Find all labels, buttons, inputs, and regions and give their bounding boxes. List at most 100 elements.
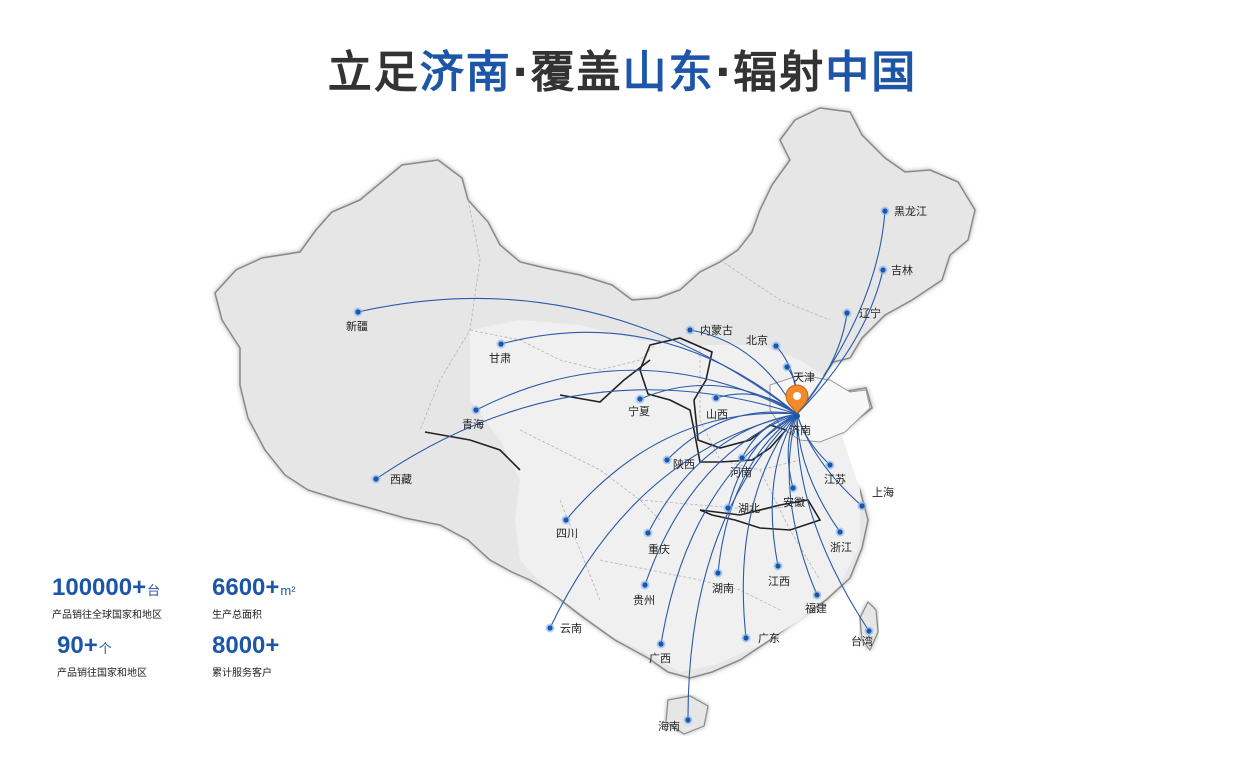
route-line-27 — [660, 413, 798, 645]
province-dot — [473, 407, 479, 413]
province-dots — [353, 206, 890, 725]
province-label: 重庆 — [648, 542, 670, 556]
stat-number: 100000+台 — [52, 575, 162, 604]
province-dot — [866, 628, 872, 634]
stat-number-value: 8000+ — [212, 632, 280, 659]
province-dot — [642, 582, 648, 588]
title-highlight-3: 中国 — [825, 47, 918, 98]
province-label: 上海 — [872, 485, 894, 499]
province-dot — [637, 396, 643, 402]
province-label: 西藏 — [390, 473, 412, 486]
province-dot — [790, 485, 796, 491]
title-plain-1: 立足 — [327, 47, 420, 98]
route-line-11 — [796, 210, 886, 415]
taiwan-island — [859, 600, 879, 652]
province-label: 安徽 — [783, 495, 805, 509]
stat-description: 累计服务客户 — [212, 668, 272, 679]
province-dot — [547, 625, 553, 631]
route-line-15 — [796, 413, 863, 507]
province-label: 陕西 — [673, 457, 695, 471]
province-dot — [687, 327, 693, 333]
province-label: 辽宁 — [859, 306, 881, 320]
route-line-16 — [787, 413, 798, 489]
province-dot — [882, 208, 888, 214]
stats-panel: 100000+台 产品销往全球国家和地区 6600+m² 生产总面积 90+个 … — [52, 575, 352, 695]
province-label: 江西 — [768, 575, 790, 588]
stat-production-area: 6600+m² 生产总面积 — [212, 575, 296, 622]
stat-description: 产品销往国家和地区 — [57, 668, 147, 679]
page-title: 立足济南·覆盖山东·辐射中国 — [0, 36, 1245, 100]
route-line-23 — [771, 413, 798, 567]
stat-number: 90+个 — [57, 633, 147, 662]
province-dot — [563, 517, 569, 523]
stat-number: 6600+m² — [212, 575, 296, 604]
province-dot — [775, 563, 781, 569]
province-label: 台湾 — [851, 634, 873, 648]
province-labels: 新疆甘肃青海西藏内蒙古宁夏山西北京天津辽宁吉林黑龙江陕西河南江苏上海安徽湖北四川… — [346, 205, 927, 733]
stat-number-value: 100000+ — [52, 574, 147, 601]
hainan-island — [665, 695, 709, 735]
province-dot — [645, 530, 651, 536]
province-dot — [713, 395, 719, 401]
province-label: 云南 — [560, 622, 582, 635]
stat-number-value: 6600+ — [212, 574, 280, 601]
province-label: 贵州 — [633, 594, 655, 607]
route-line-17 — [727, 413, 798, 509]
hub-label: 济南 — [789, 423, 811, 437]
province-label: 山西 — [706, 408, 728, 421]
route-line-3 — [375, 389, 798, 480]
inner-region-shade — [470, 320, 860, 672]
hub-marker — [785, 384, 809, 419]
route-line-18 — [565, 412, 798, 521]
province-label: 福建 — [805, 601, 827, 615]
province-dot — [837, 529, 843, 535]
route-line-26 — [742, 413, 798, 639]
province-dot — [739, 455, 745, 461]
province-label: 宁夏 — [628, 404, 650, 418]
route-line-12 — [666, 411, 798, 461]
province-label: 黑龙江 — [894, 205, 927, 218]
title-plain-2: 覆盖 — [530, 47, 623, 98]
province-dot — [827, 462, 833, 468]
province-dot — [658, 641, 664, 647]
province-label: 广东 — [758, 632, 780, 645]
stat-number: 8000+ — [212, 633, 280, 662]
province-label: 湖北 — [738, 502, 760, 515]
province-label: 湖南 — [712, 582, 734, 595]
province-dot — [664, 457, 670, 463]
province-label: 新疆 — [346, 319, 368, 333]
stat-description: 产品销往全球国家和地区 — [52, 610, 162, 621]
title-separator-2: · — [714, 47, 734, 98]
hub-dot — [794, 413, 800, 419]
province-dot — [844, 310, 850, 316]
route-line-29 — [687, 413, 798, 721]
title-plain-3: 辐射 — [733, 47, 826, 98]
province-label: 天津 — [793, 371, 815, 384]
route-line-28 — [796, 413, 870, 632]
province-label: 四川 — [556, 527, 578, 540]
stat-customers: 8000+ 累计服务客户 — [212, 633, 280, 680]
province-dot — [685, 717, 691, 723]
province-label: 浙江 — [830, 541, 852, 554]
route-line-1 — [500, 331, 798, 415]
province-label: 吉林 — [891, 263, 913, 277]
stat-description: 生产总面积 — [212, 610, 262, 621]
title-separator-1: · — [511, 47, 531, 98]
province-label: 内蒙古 — [700, 323, 733, 337]
province-dot — [373, 476, 379, 482]
province-dot — [743, 635, 749, 641]
stat-products-sold: 100000+台 产品销往全球国家和地区 — [52, 575, 162, 622]
stat-unit: 台 — [147, 583, 161, 598]
province-label: 北京 — [746, 333, 768, 347]
province-dot — [725, 505, 731, 511]
location-pin-center — [793, 392, 801, 400]
route-line-20 — [796, 413, 841, 533]
province-label: 青海 — [462, 417, 484, 431]
route-line-5 — [639, 384, 798, 415]
province-dot — [784, 364, 790, 370]
province-label: 甘肃 — [489, 352, 511, 365]
province-dot — [355, 309, 361, 315]
route-line-25 — [549, 413, 798, 629]
province-dot — [715, 570, 721, 576]
